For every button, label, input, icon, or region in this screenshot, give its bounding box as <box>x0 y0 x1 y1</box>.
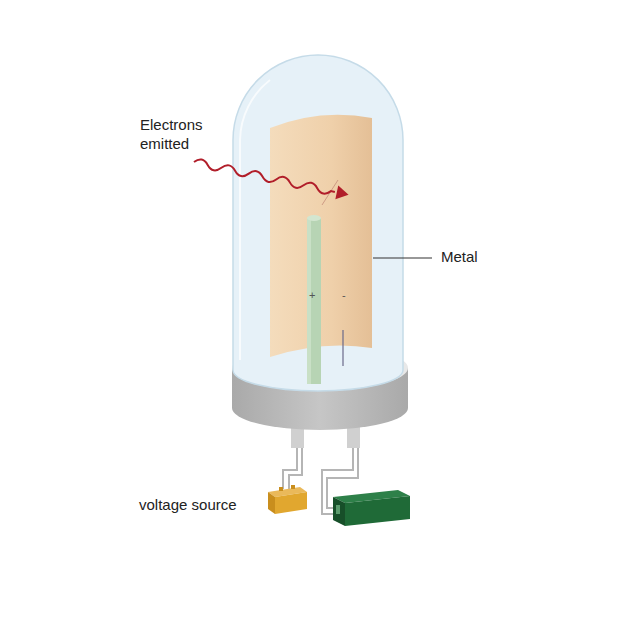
meter-box <box>333 490 410 526</box>
glass-dome <box>233 55 403 391</box>
annotation-label: Electrons emitted <box>140 116 230 154</box>
part-label: voltage source <box>139 496 237 515</box>
anode-rod <box>307 215 321 384</box>
light-wave <box>193 155 350 202</box>
polarity-sign: + <box>309 290 315 301</box>
part-label: Metal <box>441 248 478 267</box>
polarity-sign: - <box>342 290 346 301</box>
leader-line <box>373 257 432 258</box>
glass-highlight <box>240 80 270 360</box>
cathode-lead <box>342 330 343 366</box>
voltage-source-box <box>268 485 307 514</box>
